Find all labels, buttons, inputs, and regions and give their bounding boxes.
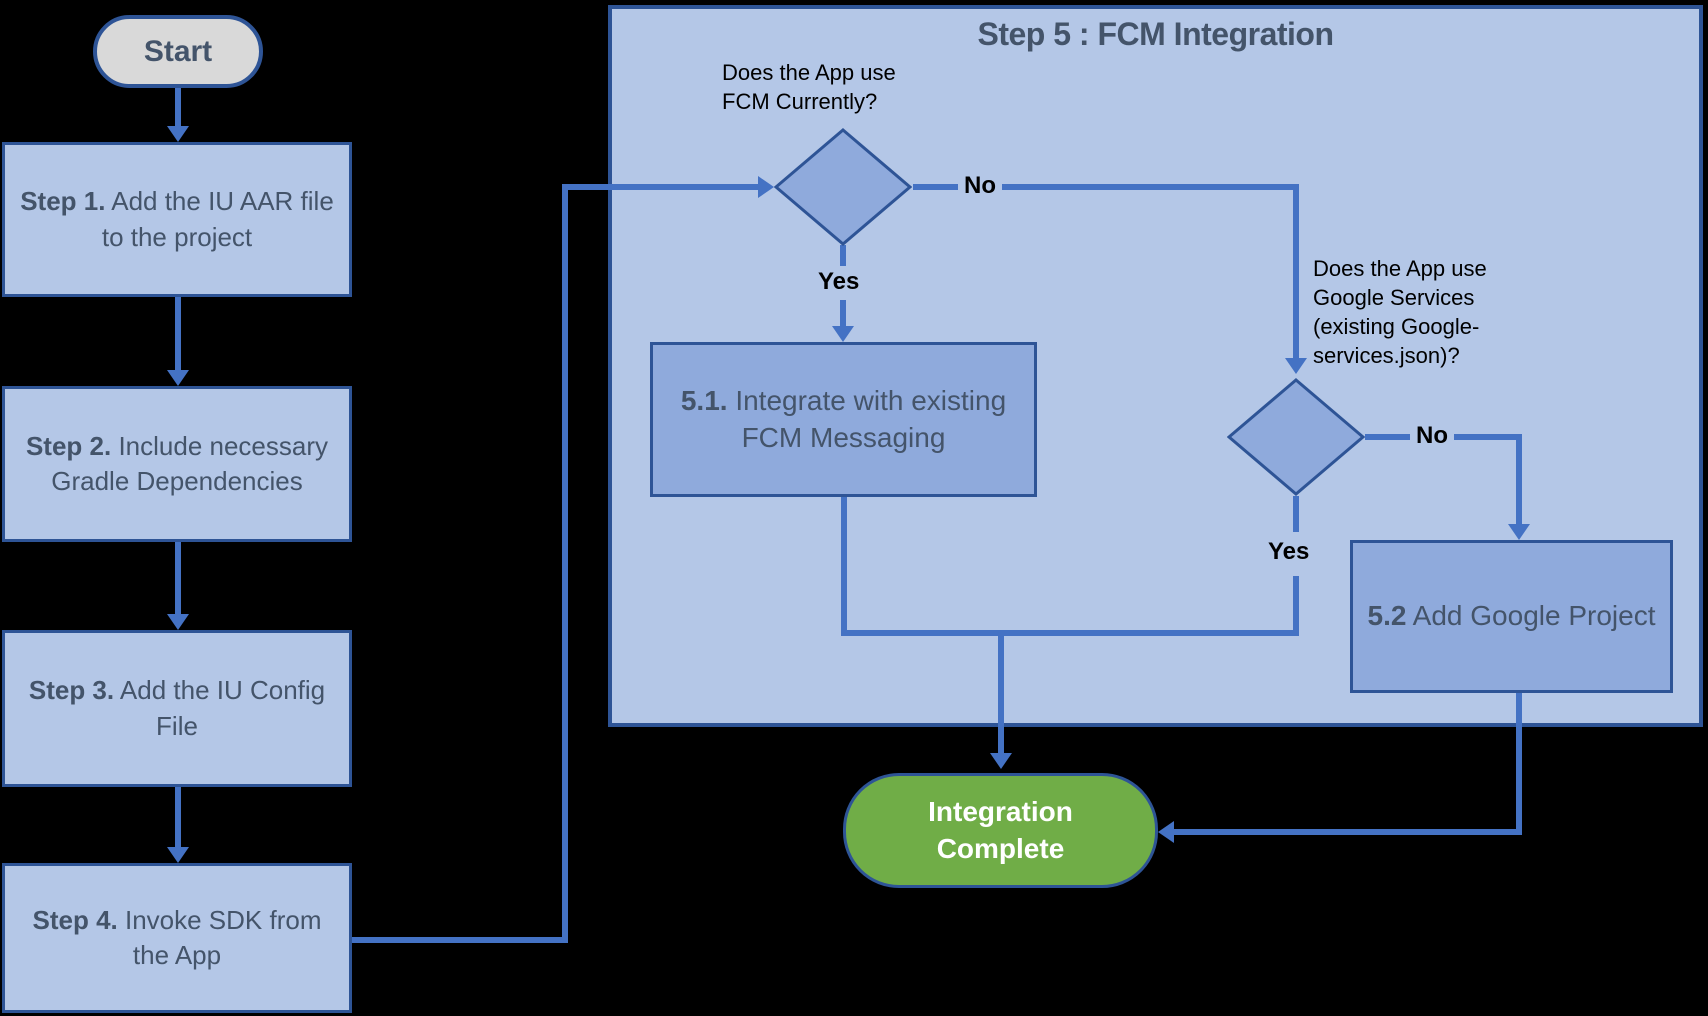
arrowhead-step1-step2	[167, 370, 189, 386]
connector-into-decision1-h	[562, 184, 758, 190]
step4-label-rest: Invoke SDK from the App	[117, 904, 322, 970]
label-yes-2: Yes	[1262, 536, 1316, 568]
connector-drop-to-complete-v	[998, 630, 1004, 755]
decision-fcm-question: Does the App use FCM Currently?	[722, 60, 896, 114]
start-node: Start	[93, 15, 263, 88]
label-yes-1: Yes	[812, 266, 866, 298]
arrowhead-step2-step3	[167, 614, 189, 630]
step2-label-bold: Step 2.	[25, 430, 112, 461]
connector-yes1-stub	[840, 245, 846, 267]
connector-step3-step4	[175, 787, 181, 849]
start-label: Start	[143, 34, 213, 68]
connector-step2-step3	[175, 542, 181, 616]
connector-step4-out-h	[352, 937, 568, 943]
arrowhead-into-decision1	[758, 176, 774, 198]
step52-label-rest: Add Google Project	[1406, 600, 1656, 632]
step4-label: Step 4. Invoke SDK from the App	[13, 903, 341, 973]
step2-label: Step 2. Include necessary Gradle Depende…	[13, 429, 341, 499]
connector-step52-to-complete-h	[1174, 829, 1522, 835]
step1-label-bold: Step 1.	[20, 186, 106, 217]
step51-label: 5.1. Integrate with existing FCM Messagi…	[663, 383, 1024, 456]
connector-no1-h	[913, 184, 1299, 190]
arrowhead-into-step51	[832, 326, 854, 342]
step51-label-bold: 5.1.	[680, 385, 728, 417]
connector-yes2-stub	[1293, 496, 1299, 532]
connector-no1-v	[1293, 184, 1299, 360]
connector-step52-down-v	[1516, 693, 1522, 835]
step51-node: 5.1. Integrate with existing FCM Messagi…	[650, 342, 1037, 497]
step3-node: Step 3. Add the IU Config File	[2, 630, 352, 787]
decision-fcm-diamond	[774, 128, 912, 246]
step1-label: Step 1. Add the IU AAR file to the proje…	[13, 184, 341, 254]
decision-google-diamond	[1227, 378, 1365, 496]
step4-node: Step 4. Invoke SDK from the App	[2, 863, 352, 1013]
arrowhead-into-complete-right	[1158, 821, 1174, 843]
arrowhead-into-decision2	[1285, 358, 1307, 374]
arrowhead-into-step52	[1508, 524, 1530, 540]
decision-google-question: Does the App use Google Services (existi…	[1313, 256, 1487, 368]
label-no-1: No	[958, 170, 1002, 202]
connector-step1-step2	[175, 297, 181, 372]
connector-yes2-v	[1293, 576, 1299, 636]
step52-label-bold: 5.2	[1367, 600, 1407, 632]
step1-label-rest: Add the IU AAR file to the project	[101, 186, 334, 252]
step51-label-rest: Integrate with existing FCM Messaging	[727, 385, 1007, 453]
step2-label-rest: Include necessary Gradle Dependencies	[51, 430, 329, 496]
arrowhead-into-complete-top	[990, 753, 1012, 769]
step1-node: Step 1. Add the IU AAR file to the proje…	[2, 142, 352, 297]
connector-yes1-v	[840, 300, 846, 328]
arrowhead-step3-step4	[167, 847, 189, 863]
step4-label-bold: Step 4.	[32, 904, 118, 935]
connector-no2-v	[1516, 434, 1522, 526]
arrowhead-start-step1	[167, 126, 189, 142]
connector-step4-up-v	[562, 184, 568, 943]
connector-junction-h	[841, 630, 1299, 636]
integration-complete-label: Integration Complete	[928, 796, 1073, 864]
step5-container-title: Step 5 : FCM Integration	[977, 16, 1335, 52]
step3-label-bold: Step 3.	[28, 675, 115, 706]
integration-complete-node: Integration Complete	[843, 773, 1158, 888]
connector-start-step1	[175, 88, 181, 128]
step2-node: Step 2. Include necessary Gradle Depende…	[2, 386, 352, 542]
label-no-2: No	[1410, 420, 1454, 452]
step52-label: 5.2 Add Google Project	[1368, 598, 1656, 634]
step3-label-rest: Add the IU Config File	[114, 675, 326, 741]
connector-step51-down-v	[841, 497, 847, 636]
step3-label: Step 3. Add the IU Config File	[13, 673, 341, 743]
step52-node: 5.2 Add Google Project	[1350, 540, 1673, 693]
